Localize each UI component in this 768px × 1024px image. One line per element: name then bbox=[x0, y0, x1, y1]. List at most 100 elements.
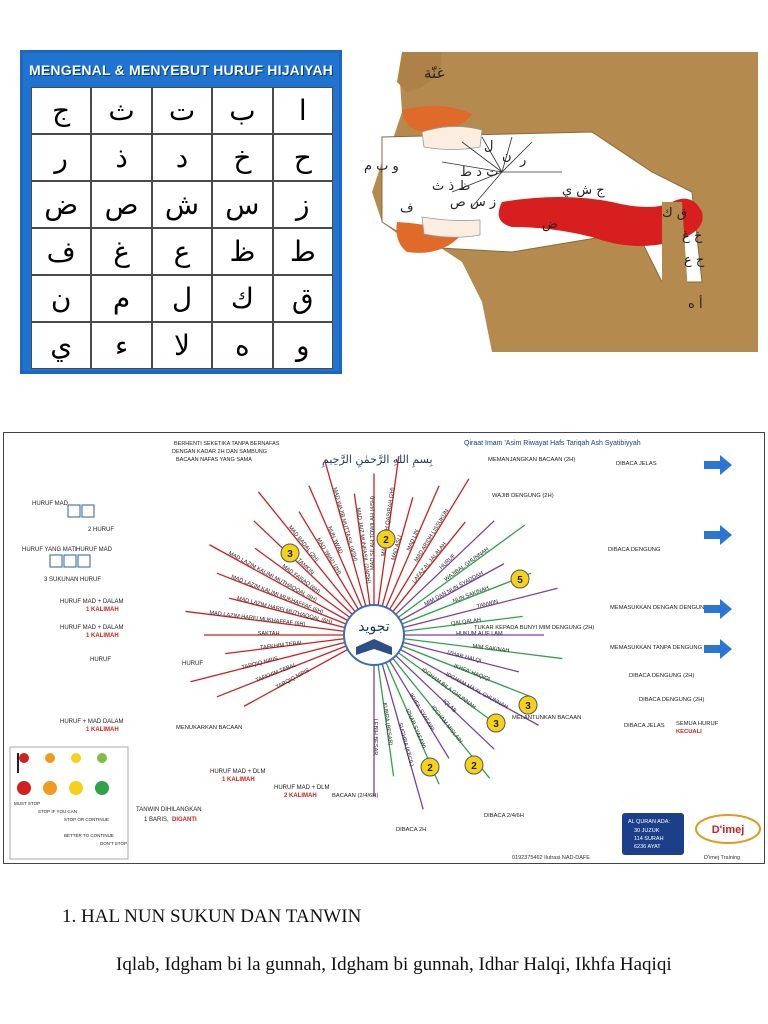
huruf2-label: HURUF bbox=[182, 661, 203, 667]
two-huruf-label: 2 HURUF bbox=[88, 527, 114, 533]
branch-line bbox=[209, 544, 375, 636]
hijaiyah-letter: ل bbox=[151, 275, 213, 322]
makhraj-label: خ غ bbox=[682, 229, 703, 244]
section-paragraph: Iqlab, Idgham bi la gunnah, Idgham bi gu… bbox=[116, 954, 672, 975]
kalimah-c: 1 KALIMAH bbox=[86, 727, 119, 733]
hijaiyah-letter: ء bbox=[91, 322, 152, 369]
tajwid-mindmap: تجويد Qiraat Imam 'Asim Riwayat Hafs Tar… bbox=[3, 432, 765, 864]
number-badge: 3 bbox=[525, 701, 531, 712]
number-badge: 5 bbox=[517, 575, 523, 586]
branch-label: HURUF bbox=[439, 553, 458, 571]
branch-label: IZHAR HALQI bbox=[446, 650, 482, 665]
hijaiyah-letter: ن bbox=[31, 275, 92, 322]
note: MEMASUKKAN DENGAN DENGUNG (2H) bbox=[610, 605, 722, 611]
note: DIBACA DENGUNG bbox=[608, 547, 661, 553]
huruf-mad-dalam-a: HURUF MAD + DALAM bbox=[60, 599, 124, 605]
hijaiyah-letter: و bbox=[272, 322, 333, 369]
huruf-label: HURUF bbox=[90, 657, 111, 663]
branch-label: MAD LIN bbox=[406, 529, 421, 552]
note: MELANTUNKAN BACAAN bbox=[512, 715, 581, 721]
three-sukun-label: 3 SUKUNAN HURUF bbox=[44, 577, 101, 583]
branch-line bbox=[373, 587, 558, 636]
makhraj-label: ت د ط bbox=[460, 165, 498, 180]
kalimah-1: 1 KALIMAH bbox=[222, 777, 255, 783]
diganti-note: DIGANTI bbox=[172, 817, 197, 823]
huruf-mad-dlm: HURUF MAD + DLM bbox=[210, 769, 266, 775]
ghunnah-label: غنّة bbox=[424, 64, 445, 82]
hijaiyah-letter: ظ bbox=[212, 228, 273, 275]
top-left-note: BERHENTI SEKETIKA TANPA BERNAFAS DENGAN … bbox=[172, 441, 281, 463]
branch-label: MAD JAIZ MUNFASIL (2/4/5H) bbox=[355, 507, 371, 584]
legend-item: BETTER TO CONTINUE bbox=[64, 833, 114, 838]
hijaiyah-letter: ز bbox=[272, 181, 333, 228]
hijaiyah-letter: ه bbox=[212, 322, 273, 369]
bismillah: بِسمِ اللهِ الرَّحمٰنِ الرَّحِيمِ bbox=[322, 453, 434, 468]
hijaiyah-letter: ذ bbox=[91, 134, 152, 181]
makhraj-label: ر bbox=[519, 153, 526, 168]
number-badge: 2 bbox=[427, 763, 433, 774]
kalimah-a: 1 KALIMAH bbox=[86, 607, 119, 613]
legend-item: STOP IF YOU CAN bbox=[38, 809, 77, 814]
hijaiyah-letter: ض bbox=[31, 181, 92, 228]
legend-item: STOP OR CONTINUE bbox=[64, 817, 109, 822]
note: MEMASUKKAN TANPA DENGUNG bbox=[610, 645, 703, 651]
branch-label: IQLAB bbox=[441, 699, 457, 715]
mindmap-header: Qiraat Imam 'Asim Riwayat Hafs Tariqah A… bbox=[464, 440, 641, 447]
branch-label: MIM SAKINAH bbox=[472, 644, 509, 655]
hijaiyah-title: MENGENAL & MENYEBUT HURUF HIJAIYAH bbox=[29, 62, 333, 78]
branch-line bbox=[373, 634, 563, 660]
hijaiyah-letter: خ bbox=[212, 134, 273, 181]
brand-sub: D'imej Training bbox=[704, 855, 740, 861]
makhraj-label: و ب م bbox=[364, 159, 399, 174]
hijaiyah-letter: ق bbox=[272, 275, 333, 322]
makhraj-label: أ ه bbox=[688, 295, 703, 312]
huruf-mad2-label: HURUF MAD bbox=[76, 547, 113, 553]
quran-box-item: 114 SURAH bbox=[634, 836, 664, 842]
branch-label: KUBRA (BESAR) bbox=[381, 702, 393, 746]
branch-line bbox=[373, 634, 539, 726]
makhraj-label: ق ك bbox=[662, 206, 687, 221]
makhraj-label: ج ش ي bbox=[562, 183, 605, 198]
hijaiyah-letter: ي bbox=[31, 322, 92, 369]
note: DIBACA DENGUNG (2H) bbox=[629, 673, 694, 679]
branch-label: TAFKHIM TEBAL bbox=[260, 640, 304, 651]
branch-line bbox=[373, 524, 526, 636]
branch-label: TARQIQ NIPIS bbox=[241, 656, 279, 671]
quran-box-item: 6236 AYAT bbox=[634, 844, 661, 850]
branch-label: TANWIN bbox=[476, 599, 498, 610]
branch-label: SUGHRA (KECIL) bbox=[396, 722, 414, 767]
kalimah-2: 2 KALIMAH bbox=[284, 793, 317, 799]
center-label: تجويد bbox=[358, 619, 390, 635]
quran-box-title: AL QURAN ADA: bbox=[628, 819, 670, 825]
number-badge: 2 bbox=[383, 535, 389, 546]
hijaiyah-letter: ح bbox=[272, 134, 333, 181]
hijaiyah-letter: ص bbox=[91, 181, 152, 228]
hijaiyah-letter: ر bbox=[31, 134, 92, 181]
branch-label: SAKTAH bbox=[258, 631, 280, 637]
note: DIBACA JELAS bbox=[624, 723, 665, 729]
note: MENUKARKAN BACAAN bbox=[176, 725, 242, 731]
section-heading: 1. HAL NUN SUKUN DAN TANWIN bbox=[62, 906, 362, 927]
hijaiyah-letter: س bbox=[212, 181, 273, 228]
hijaiyah-letter: ث bbox=[91, 87, 152, 134]
tanwin-note: TANWIN DIHILANGKAN bbox=[136, 807, 202, 813]
huruf-mad-dlm2: HURUF MAD + DLM bbox=[274, 785, 330, 791]
branch-line bbox=[190, 634, 375, 683]
makhraj-label: ز س ص bbox=[450, 195, 496, 210]
number-badge: 3 bbox=[493, 719, 499, 730]
huruf-mati-label: HURUF YANG MATI bbox=[22, 547, 77, 553]
makhraj-label: ن bbox=[502, 149, 512, 164]
legend-item: DON'T STOP bbox=[100, 841, 127, 846]
hijaiyah-letter: ف bbox=[31, 228, 92, 275]
huruf-mad-dalam-c: HURUF + MAD DALAM bbox=[60, 719, 124, 725]
baris-note: 1 BARIS, bbox=[144, 817, 169, 823]
branch-label: QALQALAH bbox=[451, 617, 482, 627]
note: DIBACA JELAS bbox=[616, 461, 657, 467]
hijaiyah-letter: لا bbox=[151, 322, 213, 369]
hijaiyah-letter: م bbox=[91, 275, 152, 322]
makhraj-diagram: غنّة ق ك خ غ ح ع أ ه ج ش ي ف و ب م ل ن ر… bbox=[362, 52, 758, 352]
note: DIBACA 2H bbox=[396, 827, 426, 833]
makhraj-label: ح ع bbox=[684, 253, 705, 268]
hijaiyah-letter: ع bbox=[151, 228, 213, 275]
